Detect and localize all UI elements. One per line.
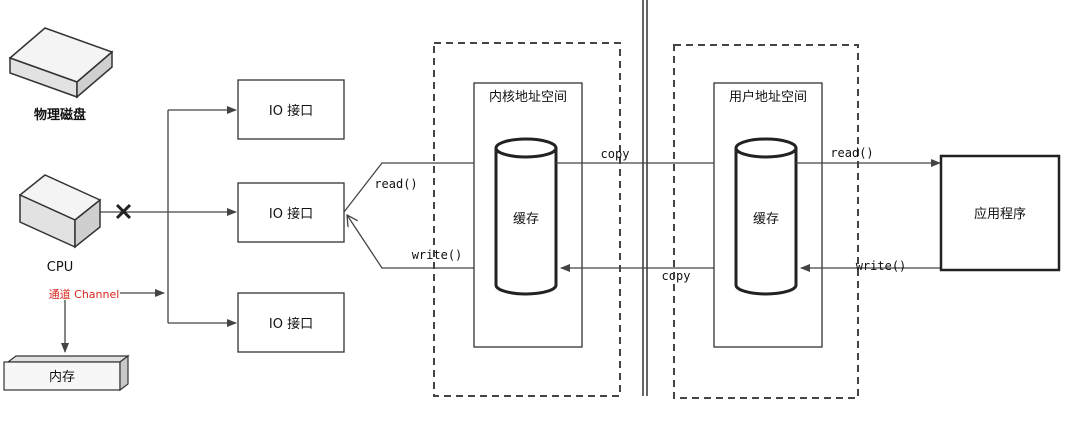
kernel-space-dashed-boundary bbox=[433, 42, 621, 397]
cpu-icon bbox=[18, 174, 102, 249]
write-io-arrow bbox=[347, 215, 492, 269]
blocked-x-icon bbox=[115, 203, 132, 220]
io-interface-2 bbox=[237, 182, 345, 243]
application-label: 应用程序 bbox=[974, 206, 1026, 222]
kernel-buffer-label: 缓存 bbox=[513, 212, 539, 227]
read-io-arrow bbox=[343, 159, 487, 213]
kernel-space-title: 内核地址空间 bbox=[489, 89, 567, 105]
io-interface-3 bbox=[237, 292, 345, 353]
channel-label: 通道 Channel bbox=[49, 287, 120, 301]
write-app-label: write() bbox=[856, 259, 907, 273]
io-interface-label: IO 接口 bbox=[269, 206, 313, 222]
cpu-label: CPU bbox=[47, 260, 73, 275]
io-interface-label: IO 接口 bbox=[269, 316, 313, 332]
memory-label: 内存 bbox=[49, 369, 75, 385]
user-space-dashed-boundary bbox=[673, 44, 859, 399]
user-space-title: 用户地址空间 bbox=[729, 89, 807, 105]
kernel-buffer-cylinder bbox=[494, 137, 558, 296]
write-io-label: write() bbox=[412, 248, 463, 262]
user-buffer-cylinder bbox=[734, 137, 798, 296]
user-buffer-label: 缓存 bbox=[753, 212, 779, 227]
copy-bottom-label: copy bbox=[662, 269, 691, 283]
copy-top-label: copy bbox=[601, 147, 630, 161]
read-io-label: read() bbox=[374, 177, 417, 191]
physical-disk-icon bbox=[8, 27, 114, 99]
memory-icon bbox=[3, 354, 130, 392]
read-app-label: read() bbox=[830, 146, 873, 160]
io-interface-1 bbox=[237, 79, 345, 140]
io-interface-label: IO 接口 bbox=[269, 103, 313, 119]
disk-label: 物理磁盘 bbox=[34, 107, 86, 123]
application-box bbox=[939, 154, 1061, 272]
